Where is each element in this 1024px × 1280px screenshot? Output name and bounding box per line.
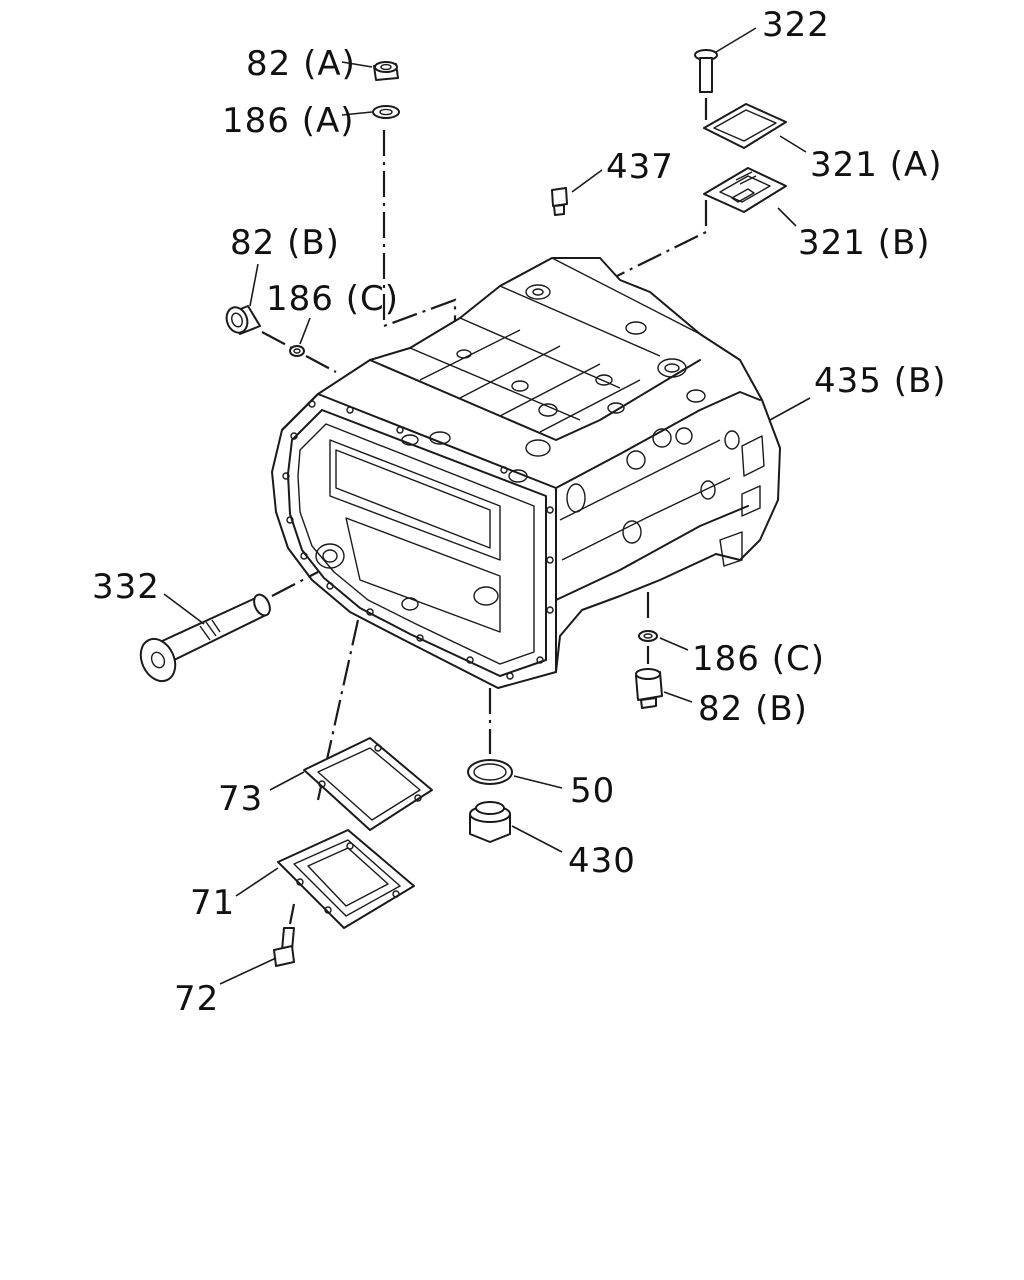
part-82b-plug-top (225, 305, 261, 335)
label-73: 73 (218, 779, 263, 819)
part-321b-plate (703, 167, 787, 213)
label-322: 322 (762, 5, 830, 45)
label-82b-top: 82 (B) (230, 223, 340, 263)
part-82b-plug-bottom (635, 668, 663, 709)
label-321a: 321 (A) (810, 145, 943, 185)
label-82b-bottom: 82 (B) (698, 689, 808, 729)
part-435b-transmission-case (271, 257, 781, 689)
part-332-tube (139, 593, 271, 683)
part-321a-gasket (703, 103, 787, 149)
part-73-gasket (303, 737, 433, 831)
label-82a: 82 (A) (246, 44, 356, 84)
part-82a-plug (373, 61, 399, 81)
part-322-bolt (694, 49, 718, 93)
label-437: 437 (606, 147, 674, 187)
label-186a: 186 (A) (222, 101, 355, 141)
label-332: 332 (92, 567, 160, 607)
part-72-bolt (273, 927, 295, 967)
label-430: 430 (568, 841, 636, 881)
part-50-o-ring (467, 759, 513, 785)
part-186c-washer-top (289, 345, 305, 357)
label-321b: 321 (B) (798, 223, 931, 263)
label-71: 71 (190, 883, 235, 923)
label-72: 72 (174, 979, 219, 1019)
label-50: 50 (570, 771, 615, 811)
label-435b: 435 (B) (814, 361, 947, 401)
part-437-plug (551, 187, 568, 216)
part-71-cover (277, 829, 415, 929)
label-186c-bottom: 186 (C) (692, 639, 825, 679)
part-430-plug (469, 801, 511, 843)
part-186a-washer (372, 105, 400, 119)
label-186c-top: 186 (C) (266, 279, 399, 319)
part-186c-washer-bottom (638, 630, 658, 642)
